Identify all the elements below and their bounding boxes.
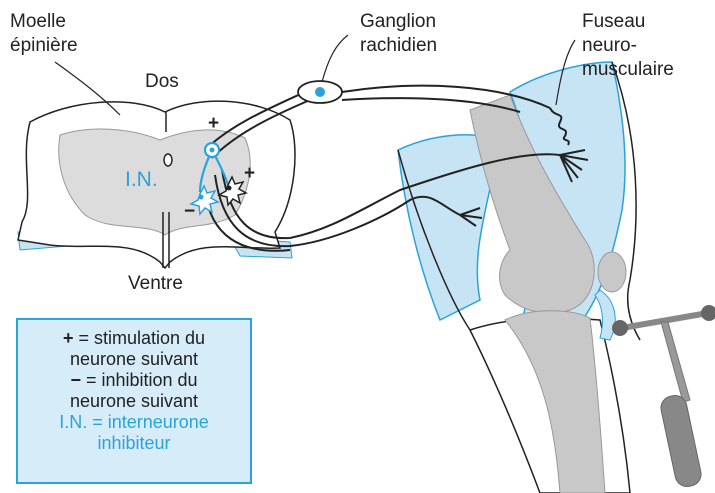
fuseau-label-line1: Fuseau <box>582 12 645 32</box>
moelle-label-line2: épinière <box>10 36 78 56</box>
ventre-label: Ventre <box>128 274 183 294</box>
patella-bone <box>598 252 626 292</box>
ganglion-label-line1: Ganglion <box>360 12 436 32</box>
central-canal <box>164 154 172 166</box>
legend-line-4: neurone suivant <box>24 391 244 412</box>
legend-plus-text: = stimulation du <box>73 328 205 348</box>
legend-line-2: neurone suivant <box>24 349 244 370</box>
fuseau-label-line3: musculaire <box>582 60 674 80</box>
legend-box: + = stimulation du neurone suivant − = i… <box>16 318 252 484</box>
leg <box>398 62 640 493</box>
legend-line-3: − = inhibition du <box>24 370 244 391</box>
fuseau-label-line2: neuro- <box>582 36 637 56</box>
in-label: I.N. <box>125 170 158 190</box>
legend-plus-symbol: + <box>63 328 74 348</box>
dos-label: Dos <box>145 72 179 92</box>
legend-line-5: I.N. = interneurone <box>24 412 244 433</box>
legend-minus-text: = inhibition du <box>81 370 198 390</box>
legend-minus-symbol: − <box>70 370 81 390</box>
plus-sign-1: + <box>208 114 219 134</box>
legend-line-6: inhibiteur <box>24 433 244 454</box>
reflex-hammer <box>612 305 715 489</box>
moelle-label-line1: Moelle <box>10 12 66 32</box>
minus-sign: − <box>184 202 195 222</box>
legend-line-1: + = stimulation du <box>24 328 244 349</box>
plus-sign-2: + <box>244 164 255 184</box>
ganglion-label-line2: rachidien <box>360 36 437 56</box>
